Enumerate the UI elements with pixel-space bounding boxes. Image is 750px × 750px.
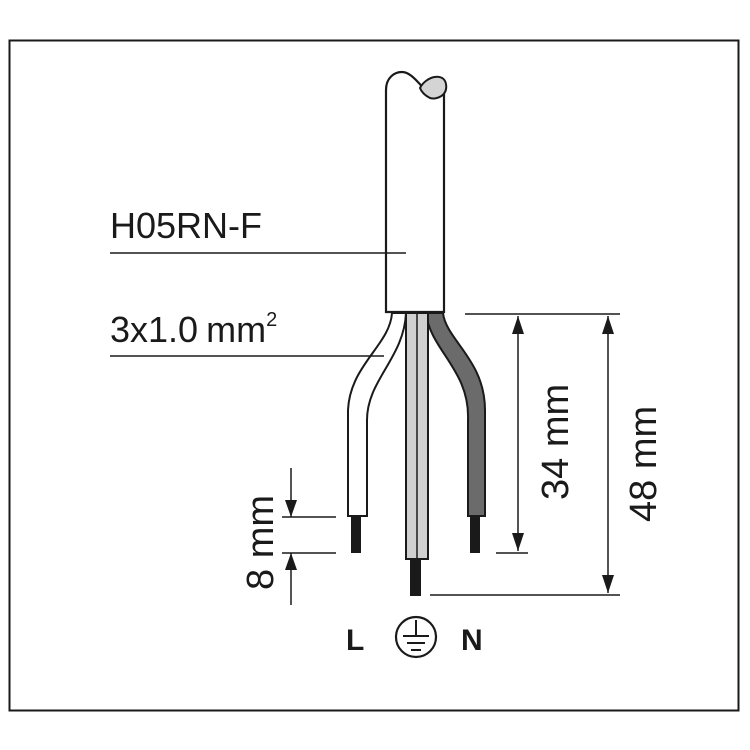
live-terminal-label: L — [346, 624, 364, 657]
sheath-cut-end — [418, 75, 448, 100]
dimension-8mm: 8 mm — [240, 468, 336, 605]
neutral-conductor — [470, 517, 480, 553]
dimension-48mm: 48 mm — [430, 316, 665, 596]
svg-text:34 mm: 34 mm — [535, 384, 577, 500]
svg-text:48 mm: 48 mm — [623, 406, 665, 522]
cable-type-label: H05RN-F — [110, 205, 262, 246]
live-conductor — [351, 517, 361, 553]
cable-sheath — [384, 70, 448, 314]
diagram-frame — [8, 39, 740, 712]
earth-ground-icon — [394, 615, 438, 659]
earth-wire — [405, 312, 429, 596]
dimension-34mm: 34 mm — [465, 313, 620, 554]
neutral-terminal-label: N — [461, 624, 483, 657]
neutral-wire — [424, 312, 486, 553]
live-wire — [347, 312, 408, 553]
earth-conductor — [410, 560, 421, 596]
svg-text:8 mm: 8 mm — [240, 495, 282, 590]
